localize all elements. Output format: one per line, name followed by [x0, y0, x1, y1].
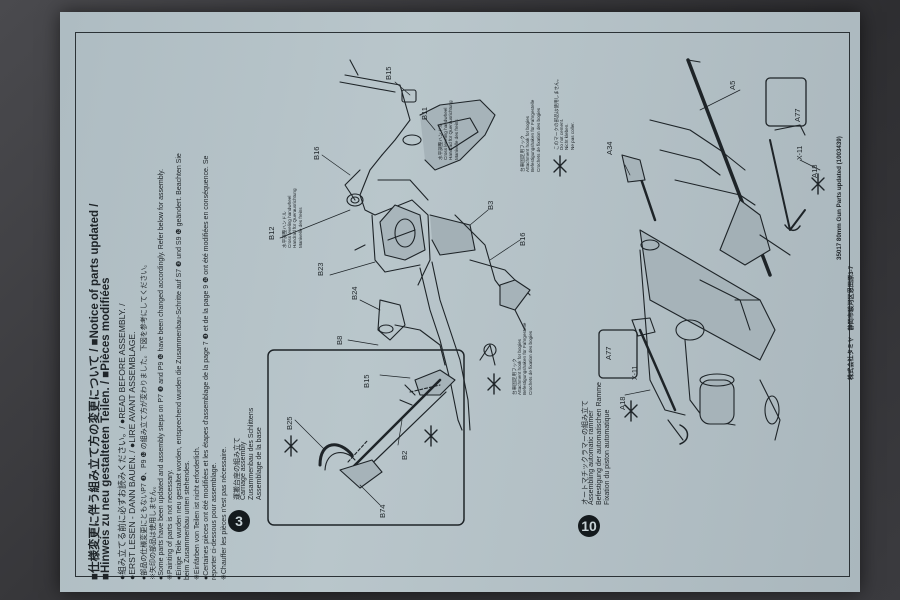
notice-line-de2: beim Zusammenbau unten stehendes.: [184, 460, 191, 580]
label-a18-bottom: A18: [618, 396, 627, 410]
notice-line-fr2: reporter ci-dessous pour assemblage.: [211, 462, 218, 580]
label-b15-box: B15: [362, 374, 371, 388]
label-x11-bottom: X-11: [632, 365, 639, 380]
no-cement-icons: [284, 155, 825, 457]
a77-bottom-box: [598, 329, 638, 379]
step-3-badge: 3: [228, 510, 250, 532]
step-10-title-en: Assembling automatic rammer: [588, 410, 595, 505]
label-b8: B8: [335, 335, 344, 345]
label-b74: B74: [378, 504, 387, 518]
label-b16-a: B16: [312, 146, 321, 160]
footer-company: 株式会社タミヤ 静岡市駿河区恩田原3-7: [848, 265, 855, 380]
carriage-drawing: [339, 59, 531, 431]
note-do-not-cement: このマークの部品は使用しません。Do not cement.Nicht kleb…: [554, 76, 575, 150]
label-b16-b: B16: [518, 232, 527, 246]
notice-line-fr: ●Certaines pièces ont été modifiées et l…: [203, 155, 210, 580]
label-x11-top: X-11: [797, 145, 804, 160]
notice-paint-fr: ※Chauffer les pièces n'est pas nécessair…: [221, 446, 228, 580]
step-3-title-en: Carriage assembly: [240, 441, 247, 500]
step-10-title-de: Befestigung der automatischen Ramme: [596, 382, 603, 505]
rammer-drawing: [621, 58, 806, 445]
step-3-title-de: Zusammenbau des Schlittens: [248, 407, 255, 500]
a77-top-box: [765, 77, 807, 127]
notice-paint-en: ※Painting of parts is not necessary.: [167, 469, 174, 580]
step-10-badge: 10: [578, 515, 600, 537]
label-a77-bottom: A77: [604, 346, 613, 360]
label-a18-top: A18: [810, 164, 819, 178]
notice-line-de: ●Einige Teile wurden neu gestaltet worde…: [176, 153, 183, 580]
label-b11: B11: [420, 107, 429, 120]
notice-line-en: ●Some parts have been updated and assemb…: [158, 168, 165, 580]
inset-box: [267, 349, 465, 526]
label-b12: B12: [267, 226, 276, 240]
sheet-border: [75, 32, 850, 577]
label-a34: A34: [605, 141, 614, 155]
notice-paint-de: ※Einfärben von Teilen ist nicht erforder…: [194, 446, 201, 580]
label-b15-top: B15: [384, 66, 393, 80]
label-a77-top: A77: [793, 108, 802, 122]
label-b2: B2: [400, 450, 409, 460]
step-10-title-fr: Fixation du piston automatique: [604, 409, 611, 505]
label-b23: B23: [316, 262, 325, 276]
label-b3: B3: [486, 200, 495, 210]
notice-title-de: ■Hinweis zu neu gestalteten Teilen. / ■P…: [100, 277, 112, 580]
inset-drawing: [318, 378, 447, 489]
footer-code: 35017 80mm Gun Parts updated (1003439): [836, 136, 843, 260]
step-3-title-fr: Assemblage de la base: [256, 427, 263, 500]
label-b25: B25: [285, 416, 294, 430]
label-b24: B24: [350, 286, 359, 300]
label-a5: A5: [728, 80, 737, 90]
notice-read-line2: ●ERST LESEN - DANN BAUEN. / ●LIRE AVANT …: [127, 331, 137, 580]
